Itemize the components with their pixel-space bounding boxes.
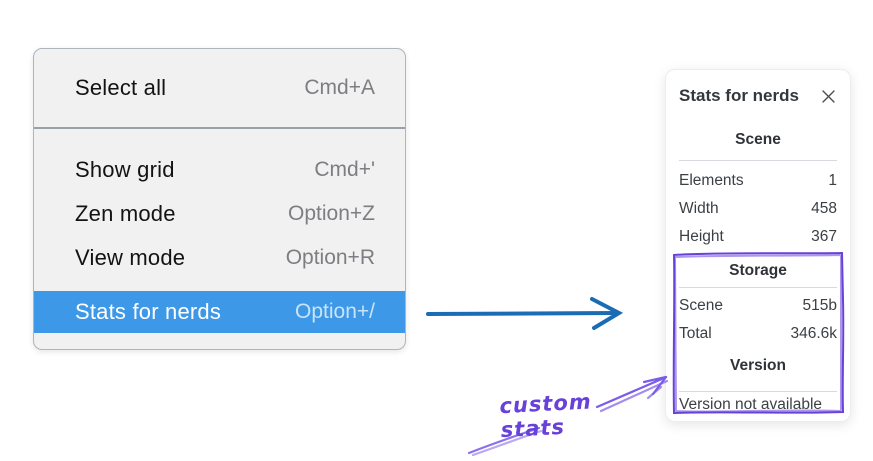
stat-label: Height (679, 228, 724, 245)
menu-item-zen-mode[interactable]: Zen mode Option+Z (34, 192, 405, 236)
menu-item-label: Show grid (75, 156, 175, 182)
stats-panel: Stats for nerds Scene Elements 1 Width 4… (665, 69, 851, 422)
menu-item-stats-for-nerds[interactable]: Stats for nerds Option+/ (34, 290, 405, 333)
version-note: Version not available (679, 396, 823, 413)
custom-stats-label: custom stats (498, 389, 593, 443)
stats-panel-title: Stats for nerds (679, 86, 799, 105)
stat-value: 458 (811, 200, 837, 217)
menu-item-label: Select all (75, 75, 167, 100)
stat-label: Elements (679, 172, 744, 189)
stat-row-scene-size: Scene 515b (679, 292, 837, 320)
menu-item-shortcut: Cmd+A (304, 76, 375, 99)
menu-item-shortcut: Option+Z (288, 201, 375, 225)
menu-group: Show grid Cmd+' Zen mode Option+Z View m… (34, 129, 405, 333)
stat-row-elements: Elements 1 (679, 167, 837, 195)
section-divider (679, 391, 837, 392)
stat-value: 515b (802, 297, 837, 314)
stat-row-height: Height 367 (679, 223, 837, 251)
section-title: Version (730, 357, 786, 374)
menu-item-shortcut: Option+/ (295, 299, 375, 323)
section-version: Version Version not available (679, 356, 837, 414)
menu-item-view-mode[interactable]: View mode Option+R (34, 236, 405, 280)
menu-divider (34, 127, 405, 129)
section-divider (679, 160, 837, 161)
context-menu: Select all Cmd+A Show grid Cmd+' Zen mod… (33, 48, 406, 350)
menu-item-label: View mode (75, 244, 186, 270)
stat-label: Width (679, 200, 719, 217)
stat-label: Scene (679, 297, 723, 314)
section-title: Scene (735, 131, 781, 148)
stat-row-width: Width 458 (679, 195, 837, 223)
menu-item-select-all[interactable]: Select all Cmd+A (34, 49, 405, 127)
menu-item-shortcut: Option+R (285, 245, 375, 269)
close-icon[interactable] (819, 87, 837, 105)
stat-value: 346.6k (790, 325, 837, 342)
stat-row-total-size: Total 346.6k (679, 320, 837, 348)
menu-item-label: Stats for nerds (75, 298, 222, 324)
menu-item-show-grid[interactable]: Show grid Cmd+' (34, 148, 405, 192)
section-title: Storage (729, 262, 787, 279)
stat-label: Total (679, 325, 712, 342)
stat-value: 1 (828, 172, 837, 189)
section-scene: Scene Elements 1 Width 458 Height 367 (679, 130, 837, 251)
section-storage: Storage Scene 515b Total 346.6k (679, 261, 837, 348)
menu-item-shortcut: Cmd+' (314, 157, 375, 181)
stats-panel-header: Stats for nerds (679, 86, 837, 106)
stat-value: 367 (811, 228, 837, 245)
section-divider (679, 287, 837, 288)
menu-item-label: Zen mode (75, 200, 176, 226)
